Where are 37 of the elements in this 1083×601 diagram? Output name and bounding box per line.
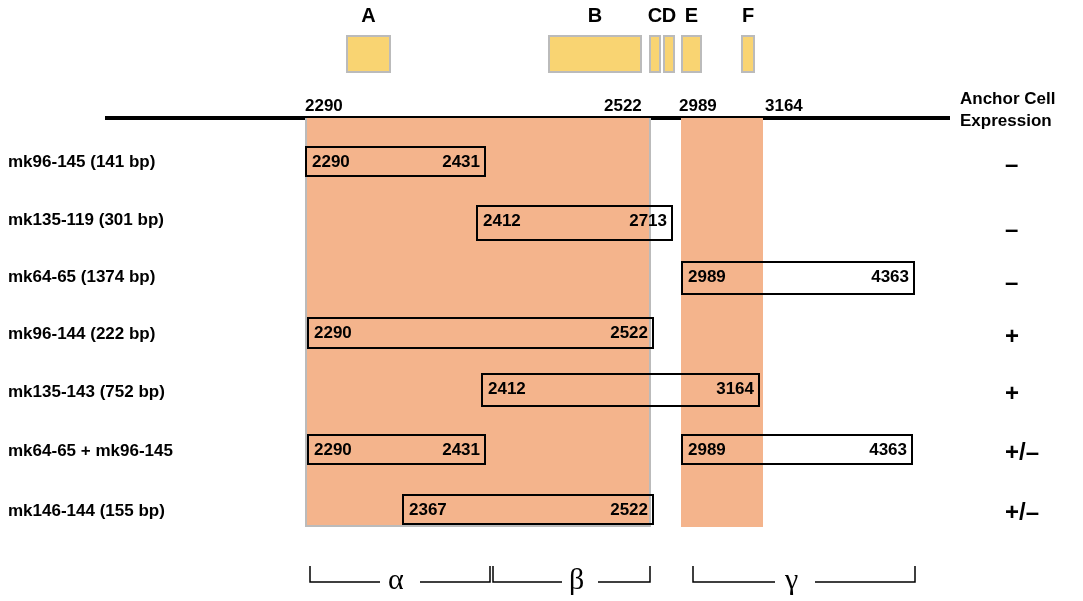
construct-label: mk64-65 (1374 bp) bbox=[8, 267, 156, 287]
expression-label: – bbox=[1005, 268, 1019, 296]
fragment-box: 2290 2431 bbox=[307, 434, 486, 465]
column-header: Anchor Cell Expression bbox=[960, 88, 1057, 132]
expression-label: – bbox=[1005, 150, 1019, 178]
construct-label: mk96-144 (222 bp) bbox=[8, 324, 156, 344]
expression-label: + bbox=[1005, 379, 1019, 407]
fragment-box: 2989 4363 bbox=[681, 434, 913, 465]
expression-label: – bbox=[1005, 215, 1019, 243]
construct-label: mk64-65 + mk96-145 bbox=[8, 441, 173, 461]
expression-label: + bbox=[1005, 322, 1019, 350]
region-label: α bbox=[388, 562, 404, 596]
fragment-box: 2290 2522 bbox=[307, 317, 654, 349]
coordinate-label: 2290 bbox=[305, 96, 343, 116]
exon-letter: D bbox=[661, 4, 678, 27]
expression-label: +/– bbox=[1005, 498, 1040, 526]
exon-letter: E bbox=[683, 4, 700, 27]
exon-letter: A bbox=[360, 4, 377, 27]
region-label: β bbox=[569, 562, 585, 596]
exon-letter: B bbox=[586, 4, 604, 27]
exon-letter: F bbox=[740, 4, 756, 27]
region-label: γ bbox=[785, 562, 799, 596]
exon-letter: C bbox=[646, 4, 663, 27]
fragment-box: 2290 2431 bbox=[305, 146, 486, 177]
construct-label: mk146-144 (155 bp) bbox=[8, 501, 165, 521]
construct-label: mk135-119 (301 bp) bbox=[8, 210, 164, 230]
construct-label: mk135-143 (752 bp) bbox=[8, 382, 165, 402]
coordinate-label: 2989 bbox=[679, 96, 717, 116]
fragment-box: 2367 2522 bbox=[402, 494, 654, 525]
region-band bbox=[681, 118, 763, 527]
fragment-box: 2989 4363 bbox=[681, 261, 915, 295]
construct-label: mk96-145 (141 bp) bbox=[8, 152, 156, 172]
fragment-box: 2412 2713 bbox=[476, 205, 673, 241]
coordinate-label: 2522 bbox=[604, 96, 642, 116]
expression-label: +/– bbox=[1005, 438, 1040, 466]
fragment-box: 2412 3164 bbox=[481, 373, 760, 407]
coordinate-label: 3164 bbox=[765, 96, 803, 116]
